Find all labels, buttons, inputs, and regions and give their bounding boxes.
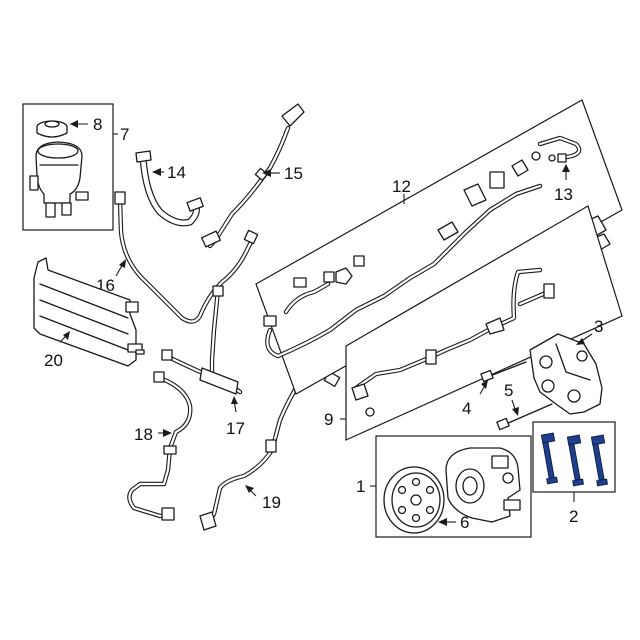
callout-8: 8 <box>93 115 102 134</box>
pump-pulley <box>383 466 445 534</box>
arrow-14 <box>152 168 161 176</box>
callout-4: 4 <box>462 399 471 418</box>
pump-body <box>445 447 521 523</box>
pump-bracket-3 <box>529 333 603 415</box>
arrow-17 <box>231 396 238 404</box>
arrow-20 <box>63 331 70 340</box>
callout-5: 5 <box>504 381 513 400</box>
reservoir-assembly-box: 8 7 <box>22 103 129 231</box>
callout-13: 13 <box>554 185 573 204</box>
arrow-16 <box>119 259 126 268</box>
callout-20: 20 <box>44 351 63 370</box>
arrow-8 <box>70 120 78 128</box>
callout-2: 2 <box>569 507 578 526</box>
return-tube-18 <box>127 371 193 521</box>
callout-3: 3 <box>594 317 603 336</box>
callout-15: 15 <box>284 164 303 183</box>
blue-bolt-1 <box>540 432 559 485</box>
bolt-4 <box>480 361 527 383</box>
callout-17: 17 <box>226 419 245 438</box>
return-line-assembly-box <box>345 205 623 441</box>
callout-9: 9 <box>324 410 333 429</box>
arrow-19 <box>245 485 254 493</box>
arrow-13 <box>562 164 570 172</box>
callout-19: 19 <box>262 493 281 512</box>
line-kit-frame <box>255 99 623 395</box>
arrow-3 <box>576 338 585 345</box>
bolt-kit-box <box>532 421 616 493</box>
arrow-4 <box>481 380 488 389</box>
bolt-5 <box>496 403 553 431</box>
arrow-6 <box>438 518 447 526</box>
callout-6: 6 <box>460 513 469 532</box>
reservoir-body <box>29 141 89 218</box>
arrow-15 <box>262 169 271 177</box>
blue-bolt-3 <box>590 434 609 487</box>
callout-7: 7 <box>120 125 129 144</box>
callout-14: 14 <box>167 163 186 182</box>
callout-18: 18 <box>134 425 153 444</box>
arrow-5 <box>512 407 519 416</box>
callout-1: 1 <box>356 477 365 496</box>
pressure-line-assembly-box <box>255 99 623 395</box>
oil-cooler-20 <box>33 257 145 367</box>
callout-12: 12 <box>392 177 411 196</box>
arrow-18 <box>163 429 172 437</box>
reservoir-cap <box>36 120 68 138</box>
return-kit-frame <box>345 205 623 441</box>
supply-hose-16 <box>114 191 259 324</box>
cooler-tube-17 <box>161 285 243 395</box>
blue-bolt-2 <box>566 434 585 487</box>
return-hose-14 <box>135 150 204 227</box>
pressure-hose-15 <box>200 103 305 249</box>
pump-assembly-box <box>375 435 532 538</box>
